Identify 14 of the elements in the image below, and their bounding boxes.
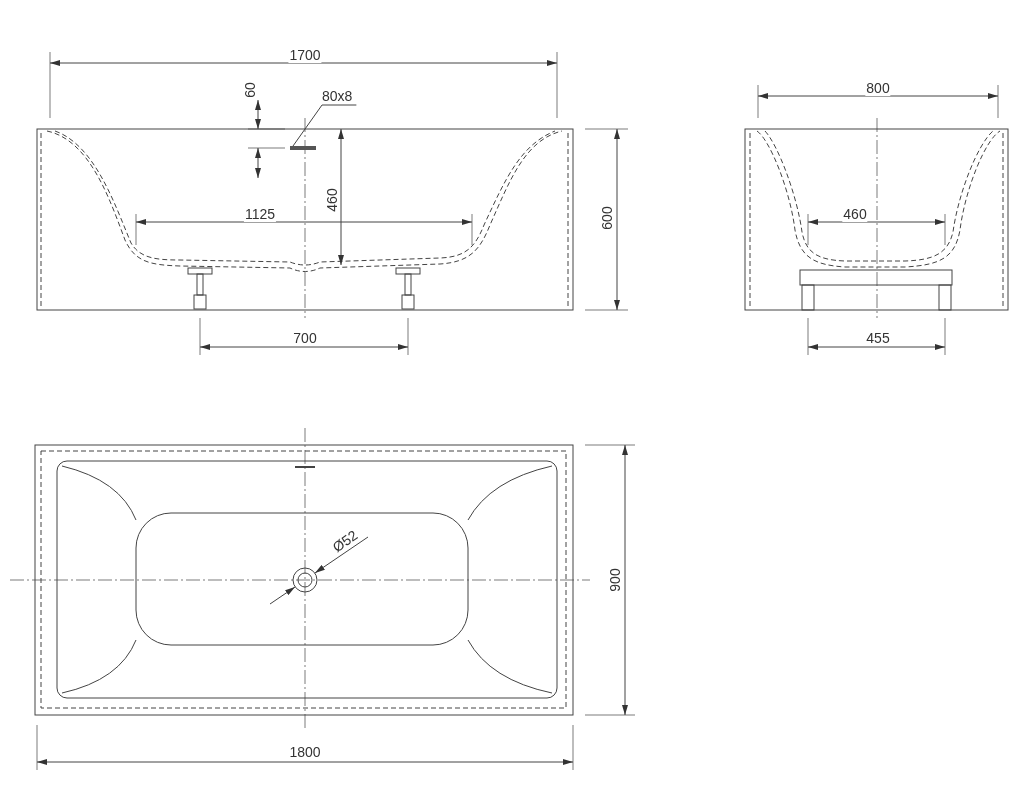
dimension-value: 1700 [288, 47, 322, 63]
dimension-value: 455 [865, 330, 891, 346]
dimension-value: 800 [865, 80, 891, 96]
dimension-value: 1800 [288, 744, 322, 760]
dimension-value: 460 [842, 206, 868, 222]
dimension-value: 60 [242, 81, 258, 99]
dimension-value: 1125 [243, 206, 277, 222]
dimension-value: 900 [607, 567, 623, 593]
dimension-value: 460 [324, 187, 340, 213]
dimension-value: 700 [292, 330, 318, 346]
dimension-value: 600 [599, 205, 615, 231]
overflow-slot [290, 146, 316, 150]
dimension-value: 80x8 [322, 88, 353, 104]
leader-line [292, 104, 357, 147]
